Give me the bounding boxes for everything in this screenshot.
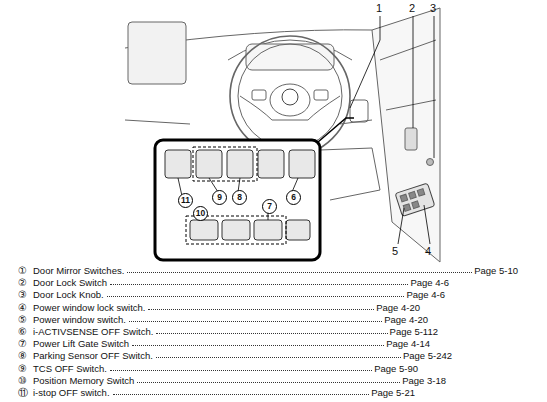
item-number: ④ [18,302,33,313]
item-number: ⑨ [18,363,33,374]
switch-name: Door Lock Knob. [33,289,104,300]
dot-leader [127,272,472,273]
index-row: ⑩Position Memory Switch Page 3-18 [18,374,446,386]
wheel-hub [270,84,310,116]
dot-leader [113,394,370,395]
door-lock-knob [427,159,434,166]
index-row: ⑤Power window switch. Page 4-20 [18,313,428,325]
switch-name: Door Mirror Switches. [33,265,124,276]
page-reference: Page 4-6 [406,289,445,300]
wheel-buttons-left [252,90,266,100]
emblem [282,89,298,105]
callout-number: 8 [237,193,242,202]
inset-frame [155,140,320,260]
switch-name: TCS OFF Switch. [33,363,107,374]
wheel-buttons-right [314,90,328,100]
page-reference: Page 4-20 [384,314,428,325]
callout-number: 10 [196,209,205,218]
dashed-group [186,147,286,244]
index-row: ⑥i-ACTIVSENSE OFF Switch. Page 5-112 [18,325,438,337]
index-row: ③Door Lock Knob. Page 4-6 [18,288,445,300]
switch-panel [165,150,315,240]
dot-leader [156,333,387,334]
dot-leader [110,370,372,371]
index-row: ⑨TCS OFF Switch. Page 5-90 [18,362,418,374]
dot-leader [137,382,400,383]
page-reference: Page 5-242 [403,350,452,361]
switch-name: i-ACTIVSENSE OFF Switch. [33,326,153,337]
dot-leader [156,357,401,358]
item-number: ③ [18,289,33,300]
door-panel [372,8,440,262]
index-row: ⑧Parking Sensor OFF Switch. Page 5-242 [18,349,452,361]
dot-leader [148,309,374,310]
index-row: ⑪i-stop OFF switch. Page 5-21 [18,386,415,398]
callout-number: 11 [181,196,190,205]
page-reference: Page 4-14 [386,338,430,349]
page-reference: Page 4-6 [410,277,449,288]
item-number: ⑦ [18,338,33,349]
callout-circle: 11 [178,193,193,208]
callout-number: 5 [392,246,398,257]
item-number: ② [18,277,33,288]
index-row: ⑦Power Lift Gate Switch Page 4-14 [18,337,430,349]
switch-name: Power Lift Gate Switch [33,338,129,349]
callout-number: 6 [291,193,296,202]
dash-line [125,120,372,124]
inset-leaders [178,178,298,220]
door-trim [380,40,436,110]
dot-leader [129,321,382,322]
page-reference: Page 4-20 [376,302,420,313]
callout-circle: 10 [193,206,208,221]
page-reference: Page 5-21 [371,387,415,398]
steering-wheel [230,36,350,156]
switch-name: Power window lock switch. [33,302,145,313]
zoom-link [318,118,354,142]
page-reference: Page 5-112 [390,326,438,337]
callout-number: 9 [217,193,222,202]
callout-number: 3 [430,3,436,14]
door-lock-switch [405,128,417,150]
item-number: ⑤ [18,314,33,325]
window-switches [395,183,435,216]
switch-name: Parking Sensor OFF Switch. [33,350,153,361]
index-row: ①Door Mirror Switches. Page 5-10 [18,264,518,276]
page-reference: Page 3-18 [402,375,446,386]
switch-name: i-stop OFF switch. [33,387,110,398]
item-number: ⑪ [18,387,33,398]
instrument-cluster [246,44,334,70]
index-row: ②Door Lock Switch Page 4-6 [18,276,449,288]
lower-dash [320,148,380,200]
callout-circle: 6 [286,190,301,205]
callout-number: 4 [425,246,431,257]
switch-name: Door Lock Switch [33,277,107,288]
item-number: ⑥ [18,326,33,337]
switch-name: Position Memory Switch [33,375,134,386]
switch-name: Power window switch. [33,314,126,325]
steering-wheel-inner [238,44,342,148]
item-number: ① [18,265,33,276]
item-number: ⑧ [18,350,33,361]
callout-number: 7 [267,202,272,211]
dot-leader [110,284,409,285]
callout-circle: 8 [232,190,247,205]
dot-leader [107,296,405,297]
index-row: ④Power window lock switch. Page 4-20 [18,301,420,313]
item-number: ⑩ [18,375,33,386]
center-display [128,22,186,84]
callout-number: 1 [376,3,382,14]
callout-circle: 7 [262,199,277,214]
dot-leader [132,345,384,346]
page-reference: Page 5-10 [474,265,518,276]
callout-circle: 9 [212,190,227,205]
callout-number: 2 [409,3,415,14]
leader-lines [350,16,434,244]
page-reference: Page 5-90 [374,363,418,374]
